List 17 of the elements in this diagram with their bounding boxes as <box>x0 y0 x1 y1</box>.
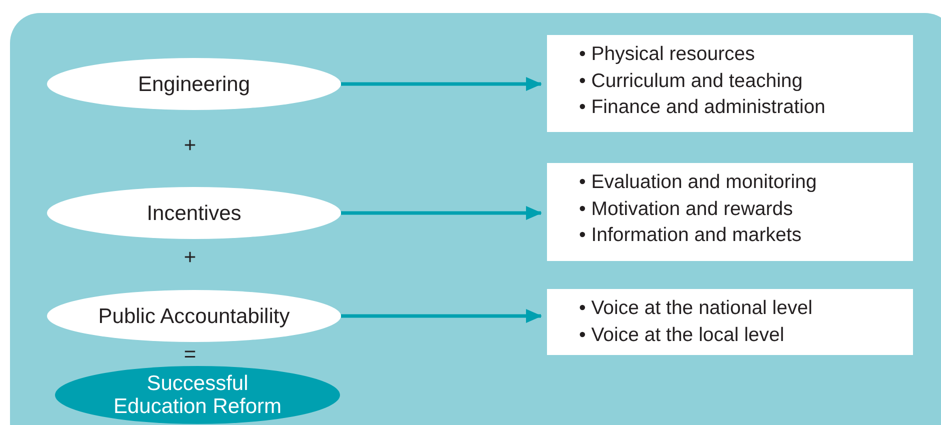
bullet-list-box <box>547 289 913 355</box>
bullet-item: • Evaluation and monitoring <box>579 170 818 195</box>
arrow <box>341 309 542 323</box>
operator-sign: + <box>184 246 196 270</box>
bullet-item: • Voice at the national level <box>579 296 814 321</box>
bullet-item: • Finance and administration <box>579 95 826 120</box>
bullet-item: • Motivation and rewards <box>579 196 794 222</box>
bullet-item: • Information and markets <box>579 223 803 248</box>
bullet-item: • Voice at the local level <box>579 322 786 348</box>
operator-sign: + <box>184 134 196 158</box>
bullet-item: • Curriculum and teaching <box>579 68 804 94</box>
arrow <box>341 77 542 91</box>
bullet-list-box <box>547 35 913 132</box>
arrow <box>341 206 542 220</box>
operator-sign: = <box>184 343 196 367</box>
bullet-list-box <box>547 163 913 261</box>
bullet-item: • Physical resources <box>579 42 756 67</box>
